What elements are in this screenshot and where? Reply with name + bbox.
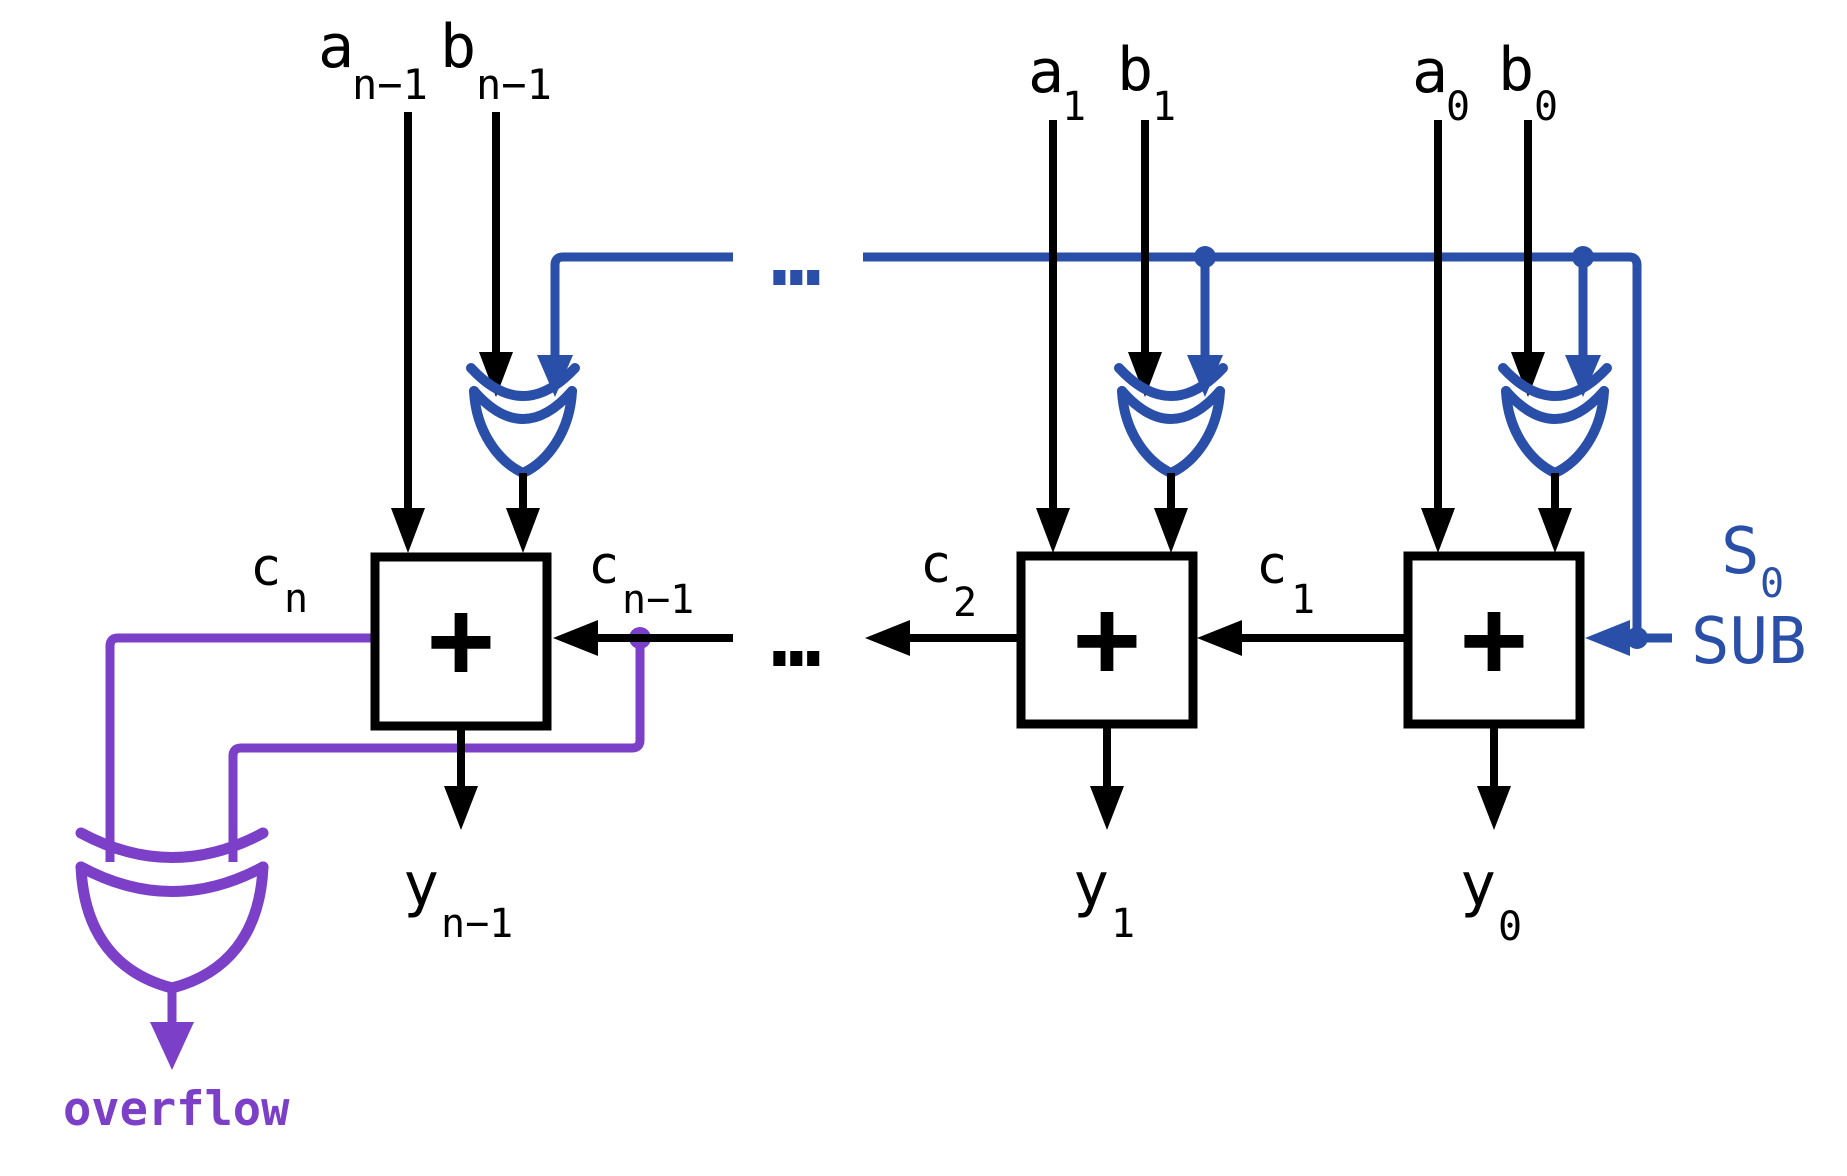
xor-1-left-side: [1117, 386, 1176, 478]
label-b-1: b: [1117, 35, 1153, 105]
arrowhead-xor-1-out: [1154, 508, 1188, 553]
label-c-n-minus-1: c: [588, 536, 619, 596]
signal-labels: a n−1 b n−1 a 1 b 1 a 0 b 0 c n c n−1 c …: [250, 12, 1807, 950]
label-a-msb-sub: n−1: [352, 60, 428, 109]
adder-1-plus: +: [1074, 574, 1140, 702]
xor-overflow-left-side: [75, 861, 178, 994]
label-y-0-sub: 0: [1498, 904, 1522, 950]
arrowhead-a-0: [1421, 508, 1455, 553]
sub-rail-left-segment: [550, 252, 733, 362]
sub-control-rail: …: [537, 207, 1672, 656]
label-b-msb-sub: n−1: [476, 60, 552, 109]
arrowhead-a-msb: [391, 508, 425, 553]
xor-0-left-side: [1501, 386, 1560, 478]
xor-msb-left-side: [469, 386, 528, 478]
adder-box-0: [1403, 551, 1585, 729]
label-c-2: c: [920, 535, 951, 595]
bit-slice-msb: +: [370, 112, 580, 830]
carry-chain: …: [553, 588, 1408, 686]
xor-1-input-arc: [1114, 363, 1228, 401]
label-s-0: S: [1721, 515, 1760, 589]
label-b-1-sub: 1: [1152, 84, 1176, 130]
arrowhead-carry-in-bit0: [1585, 620, 1630, 656]
label-b-msb: b: [440, 12, 476, 82]
label-c-n: c: [250, 538, 281, 598]
xor-gate-msb: [466, 363, 580, 478]
arrowhead-carry-c-n-minus-1: [553, 620, 598, 656]
xor-msb-body-arc: [469, 386, 577, 424]
sub-rail-ellipsis: …: [771, 207, 822, 305]
label-c-n-minus-1-sub: n−1: [622, 577, 694, 623]
arrowhead-y-msb: [444, 786, 478, 830]
label-a-0-sub: 0: [1446, 84, 1470, 130]
arrowhead-xor-msb-out: [506, 508, 540, 553]
label-a-1-sub: 1: [1062, 84, 1086, 130]
label-y-1-sub: 1: [1111, 901, 1135, 947]
junction-dot-bit0: [1572, 246, 1594, 268]
label-y-1: y: [1073, 850, 1109, 920]
xor-msb-right-side: [518, 386, 577, 478]
arrowhead-y-0: [1477, 786, 1511, 830]
xor-1-right-side: [1166, 386, 1225, 478]
xor-1-body-arc: [1117, 386, 1225, 424]
label-b-0-sub: 0: [1534, 84, 1558, 130]
adder-msb-plus: +: [428, 575, 494, 703]
bit-slice-1: +: [1016, 120, 1228, 830]
arrowhead-y-1: [1090, 786, 1124, 830]
label-y-msb-sub: n−1: [441, 901, 513, 947]
arrowhead-b-msb: [479, 352, 513, 397]
label-c-1-sub: 1: [1291, 577, 1315, 623]
junction-dot-bit1: [1194, 246, 1216, 268]
sub-rail-right-segment: [863, 252, 1642, 638]
label-sub-control: SUB: [1691, 605, 1807, 679]
carry-chain-ellipsis: …: [771, 588, 822, 686]
adder-0-plus: +: [1461, 574, 1527, 702]
label-c-2-sub: 2: [953, 580, 977, 626]
label-a-0: a: [1412, 37, 1448, 107]
arrowhead-a-1: [1036, 508, 1070, 553]
arrowhead-b-0: [1511, 352, 1545, 397]
xor-0-right-side: [1550, 386, 1609, 478]
arrowhead-sub-into-xor-bit1: [1187, 355, 1223, 397]
label-a-msb: a: [318, 12, 354, 82]
arrowhead-b-1: [1128, 352, 1162, 397]
xor-msb-input-arc: [466, 363, 580, 401]
overflow-label: overflow: [63, 1082, 290, 1137]
xor-gate-overflow: [75, 827, 269, 994]
arrowhead-sub-into-xor-bit0: [1565, 355, 1601, 397]
carry-out-wire-cn: [105, 633, 375, 862]
arrowhead-overflow: [150, 1022, 194, 1070]
bit-slice-0: +: [1403, 120, 1612, 830]
label-c-n-sub: n: [284, 576, 308, 622]
arrowhead-carry-c1: [1197, 620, 1242, 656]
arrowhead-sub-into-xor-msb: [537, 355, 573, 397]
xor-overflow-body-arc: [75, 861, 269, 897]
label-s-0-sub: 0: [1760, 561, 1784, 607]
xor-gate-1: [1114, 363, 1228, 478]
xor-0-input-arc: [1498, 363, 1612, 401]
xor-overflow-right-side: [166, 861, 269, 994]
label-a-1: a: [1028, 37, 1064, 107]
xor-gate-0: [1498, 363, 1612, 478]
carry-n-minus-1-tap-wire: [228, 638, 645, 862]
label-y-0: y: [1460, 850, 1496, 920]
label-c-1: c: [1256, 536, 1287, 596]
label-y-msb: y: [403, 850, 439, 920]
overflow-logic: overflow: [63, 627, 651, 1137]
label-b-0: b: [1498, 35, 1534, 105]
xor-0-body-arc: [1501, 386, 1609, 424]
arrowhead-carry-c2: [865, 620, 910, 656]
xor-overflow-input-arc: [75, 827, 269, 863]
arrowhead-xor-0-out: [1538, 508, 1572, 553]
